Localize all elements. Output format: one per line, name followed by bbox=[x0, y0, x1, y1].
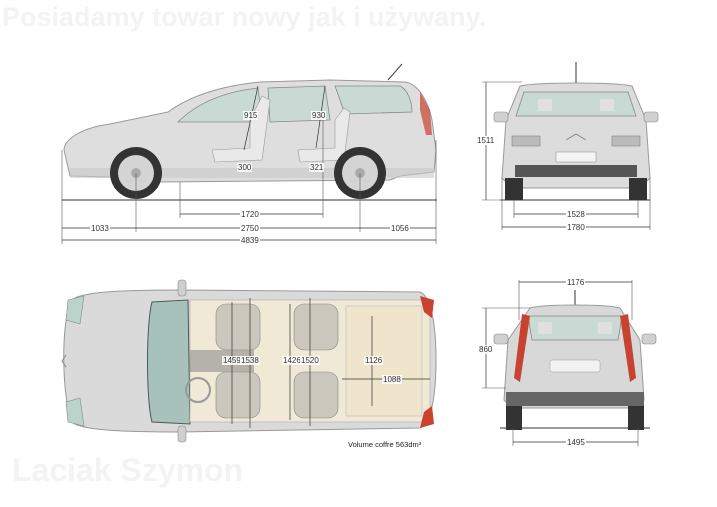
dim-interior-length: 1720 bbox=[240, 210, 260, 219]
boot-volume-caption: Volume coffre 563dm³ bbox=[348, 440, 422, 449]
dim-boot-length: 1088 bbox=[382, 375, 402, 384]
dim-front-shoulder-width: 1538 bbox=[240, 356, 260, 365]
dim-overall-length: 4839 bbox=[240, 236, 260, 245]
dim-wheelbase: 2750 bbox=[240, 224, 260, 233]
dim-rear-seat-height: 321 bbox=[309, 163, 325, 172]
dim-tailgate-width: 1176 bbox=[566, 278, 586, 287]
dim-front-track: 1528 bbox=[566, 210, 586, 219]
dim-rear-track: 1495 bbox=[566, 438, 586, 447]
dim-front-seat-height: 300 bbox=[237, 163, 253, 172]
watermark-top: Posiadamy towar nowy jak i używany. bbox=[2, 2, 487, 32]
dim-rear-elbow-width: 1426 bbox=[282, 356, 302, 365]
dim-rear-overhang: 1056 bbox=[390, 224, 410, 233]
dim-rear-headroom: 930 bbox=[311, 111, 327, 120]
dim-front-elbow-width: 1459 bbox=[222, 356, 242, 365]
dim-front-overhang: 1033 bbox=[90, 224, 110, 233]
dim-overall-width: 1780 bbox=[566, 223, 586, 232]
watermark-bottom: Laciak Szymon bbox=[12, 452, 244, 488]
dim-boot-width: 1126 bbox=[364, 356, 384, 365]
dim-height: 1511 bbox=[476, 136, 496, 145]
dim-front-headroom: 915 bbox=[243, 111, 259, 120]
dim-tailgate-height: 860 bbox=[478, 345, 494, 354]
dim-rear-shoulder-width: 1520 bbox=[300, 356, 320, 365]
